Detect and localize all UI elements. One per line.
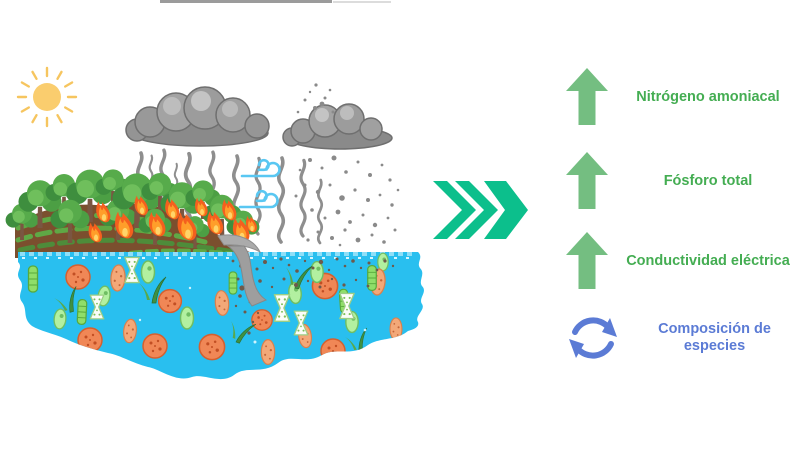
arrow-up-icon [566,232,608,289]
effect-label: Fósforo total [663,172,753,189]
effect-label: Nitrógeno amoniacal [636,88,780,105]
wind-icon [238,158,281,209]
effect-label: Conductividad eléctrica [626,252,790,269]
effect-label: Composición de especies [658,321,771,354]
effect-row-conductividad: Conductividad eléctrica [565,232,800,290]
cropped-title-bar-light [333,1,391,3]
sediment-runoff-icon [217,234,268,307]
ecosystem-illustration [5,66,528,380]
sun-icon [16,66,78,128]
cropped-title-bar [160,0,332,3]
effect-row-fosforo: Fósforo total [565,152,800,210]
arrow-up-icon [566,152,608,209]
ash-particles-icon [294,83,400,247]
storm-clouds-icon [125,86,393,150]
effect-row-nitrogeno: Nitrógeno amoniacal [565,68,800,126]
arrow-up-icon [566,68,608,125]
chevron-arrow-icon [433,181,528,239]
effect-row-composicion: Composición de especies [565,308,800,368]
cycle-arrows-icon [569,317,617,359]
